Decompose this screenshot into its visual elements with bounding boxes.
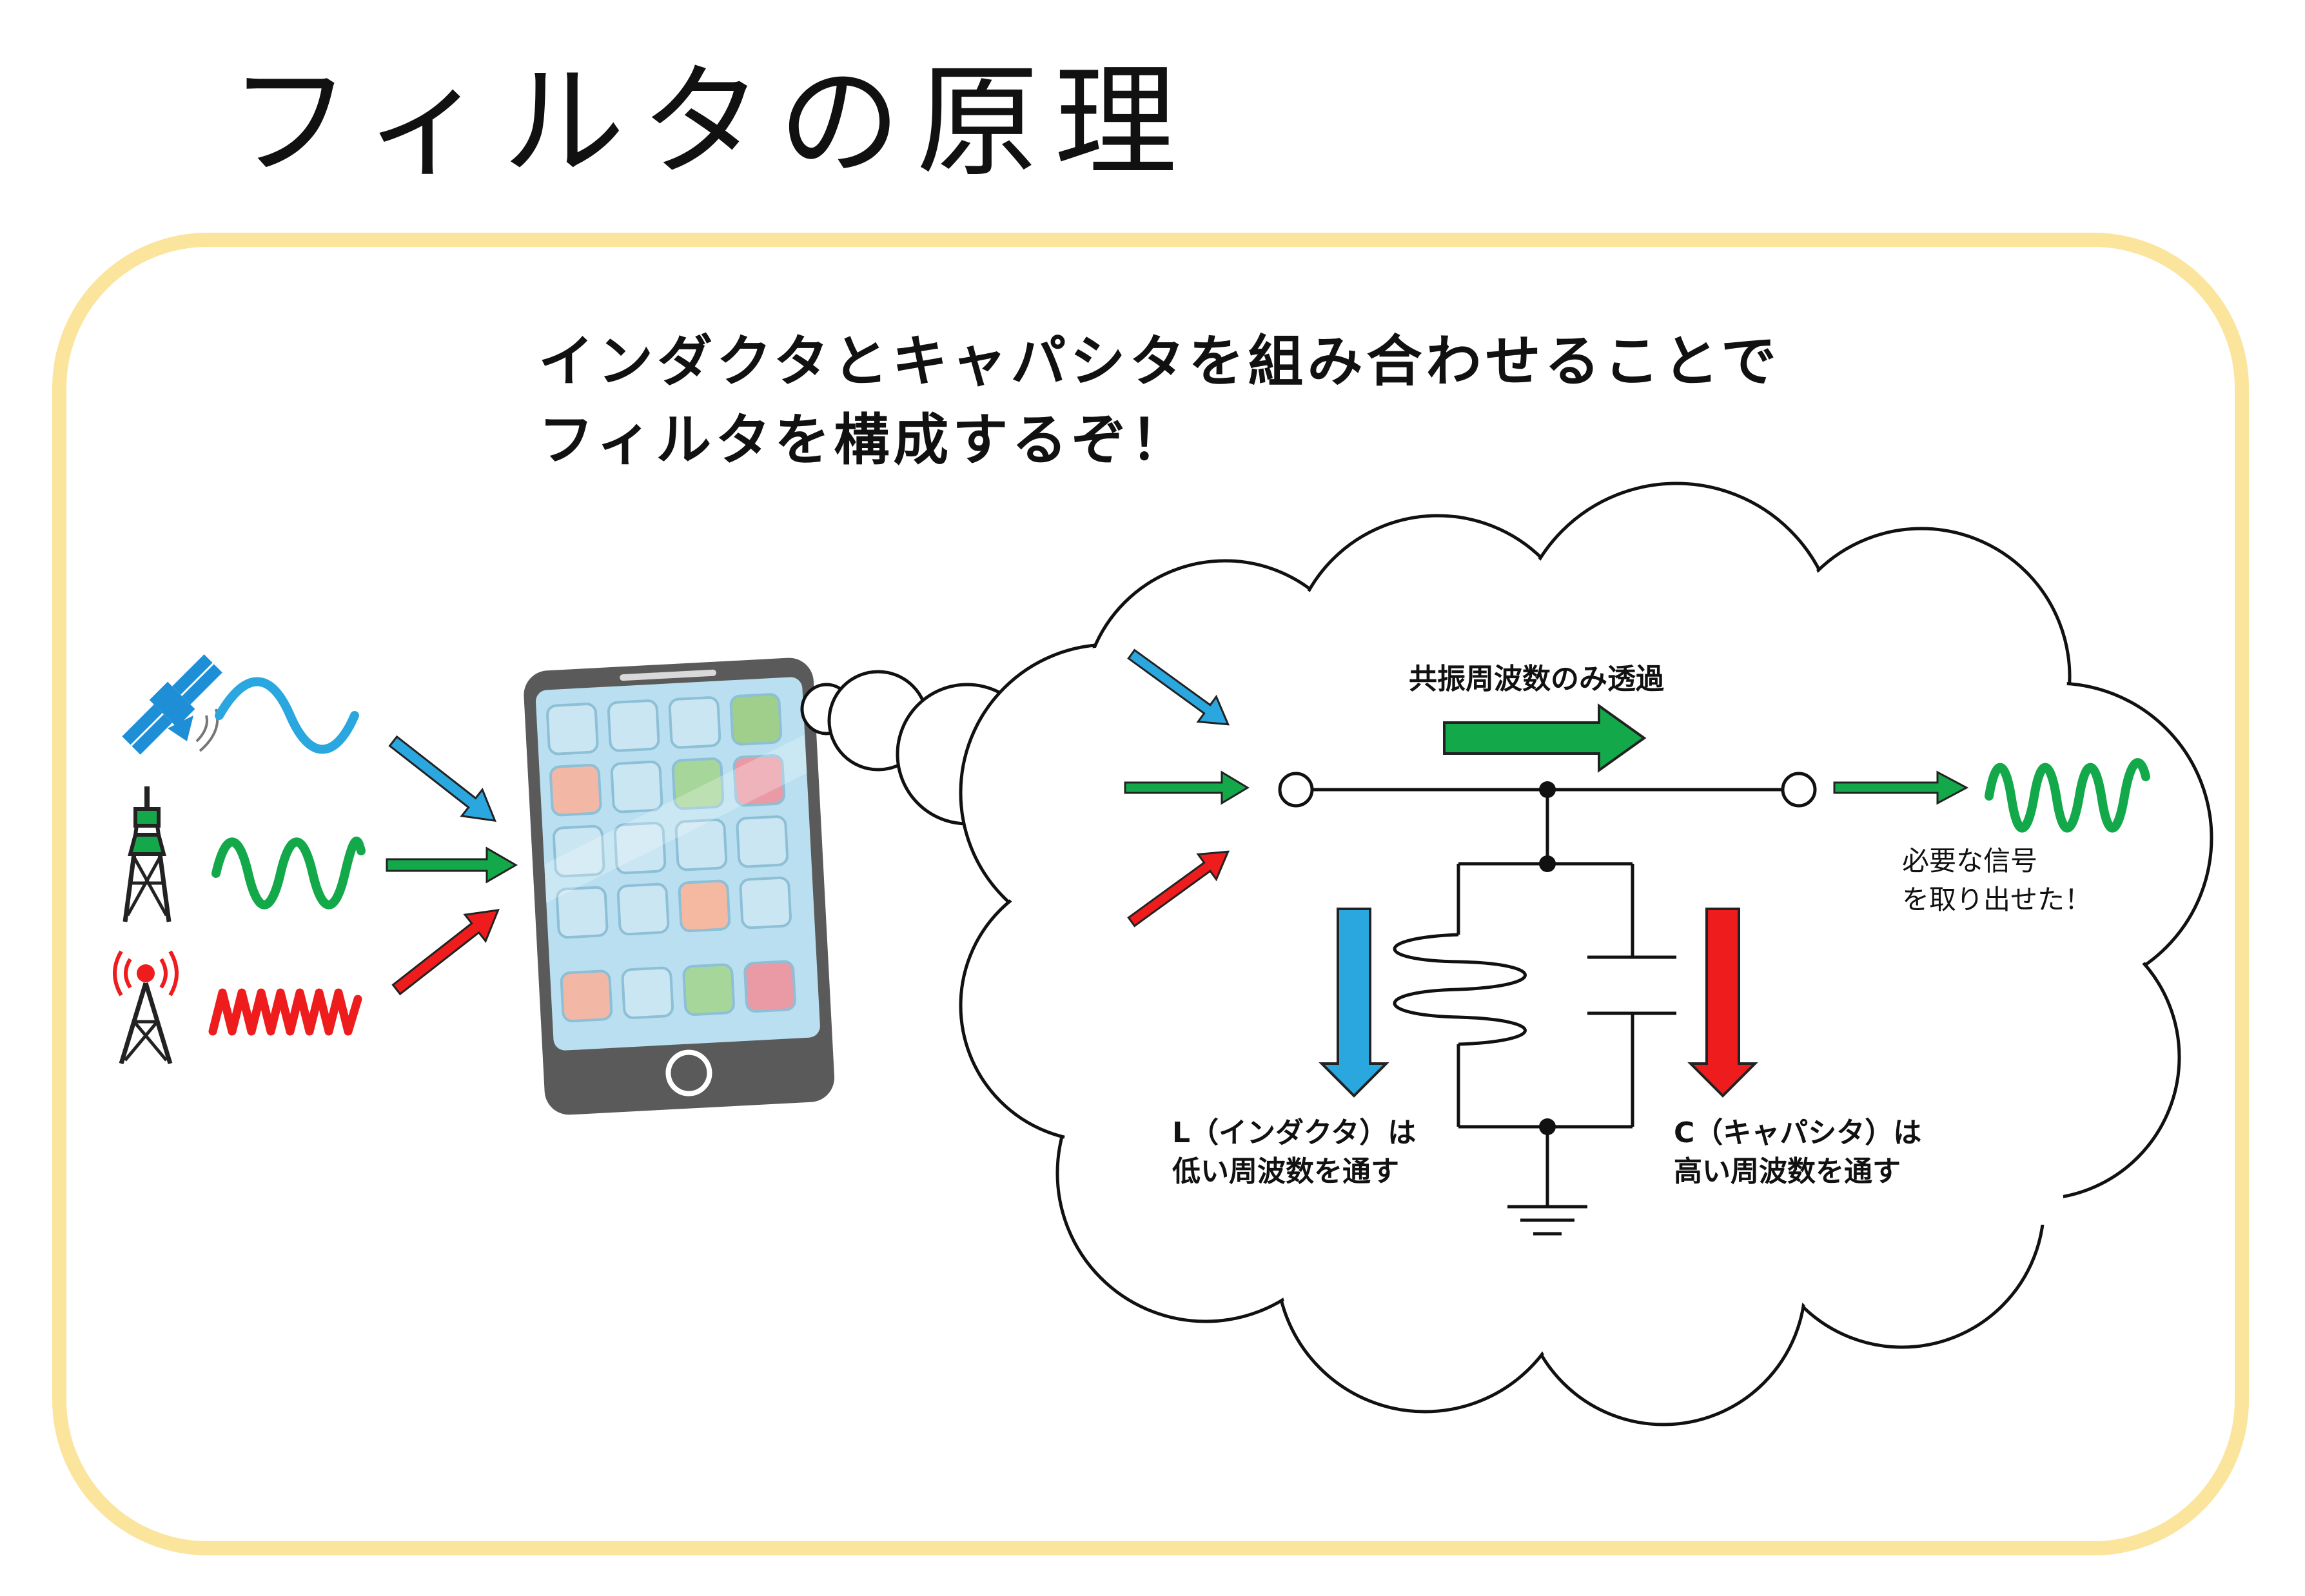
green-arrow-to-phone [386,846,518,884]
red-arrow-to-phone [391,909,500,996]
subtitle-line-1: インダクタとキャパシタを組み合わせることで [538,329,1780,394]
subtitle-line-2: フィルタを構成するぞ！ [538,408,1190,472]
green-input-arrow [1124,770,1250,805]
high-frequency-wave [208,988,362,1036]
output-label-line-1: 必要な信号 [1902,845,2037,877]
radio-tower-icon [113,950,179,1065]
capacitor-label-line-1: C（キャパシタ）は [1674,1116,1921,1149]
content-frame [52,233,2249,1555]
red-input-arrow [1127,850,1230,928]
capacitor-high-pass-arrow [1687,908,1758,1098]
blue-arrow-to-phone [388,735,496,822]
resonance-pass-arrow [1443,703,1647,773]
circuit-nodes [1539,781,1556,1135]
thought-cloud [959,482,2213,1426]
inductor-low-pass-arrow [1319,908,1389,1098]
tv-tower-icon [123,786,172,922]
inductor-label-line-1: L（インダクタ）は [1172,1116,1416,1149]
output-wave [1985,758,2150,833]
satellite-icon [122,654,222,755]
output-terminal [1781,772,1817,808]
mid-frequency-wave [211,836,366,910]
smartphone-icon [524,657,835,1115]
resonance-label: 共振周波数のみ透過 [1409,663,1665,696]
capacitor-label-line-2: 高い周波数を通す [1674,1155,1901,1188]
low-frequency-wave [215,677,359,754]
output-arrow [1833,770,1969,805]
inductor-label-line-2: 低い周波数を通す [1172,1155,1399,1188]
page-title: フィルタの原理 [229,51,1192,193]
output-label-line-2: を取り出せた！ [1902,884,2092,915]
input-terminal [1278,772,1314,808]
blue-input-arrow [1127,648,1230,726]
